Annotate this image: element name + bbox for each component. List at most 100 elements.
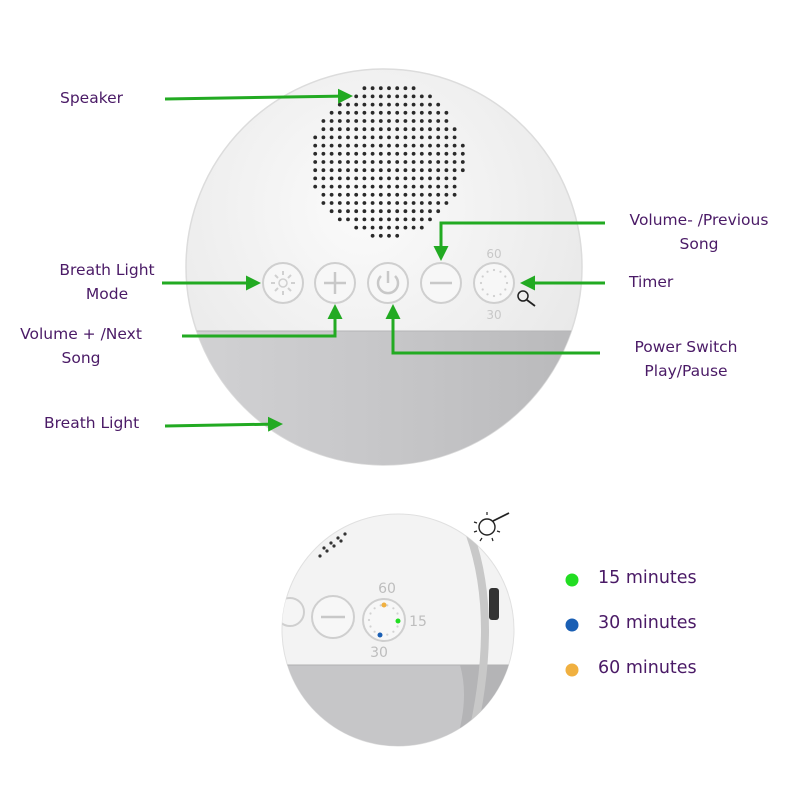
speaker-hole xyxy=(436,127,441,132)
speaker-hole xyxy=(387,86,391,91)
speaker-hole xyxy=(428,143,432,148)
speaker-hole xyxy=(419,160,424,164)
speaker-hole xyxy=(387,192,391,197)
legend-dot-1 xyxy=(565,618,579,632)
speaker-hole xyxy=(362,119,367,123)
speaker-hole xyxy=(411,151,416,156)
speaker-hole xyxy=(329,192,334,197)
volume-plus-button[interactable] xyxy=(314,262,356,304)
speaker-hole xyxy=(321,119,326,123)
speaker-hole xyxy=(419,168,424,173)
speaker-hole xyxy=(444,151,449,156)
speaker-hole xyxy=(387,160,391,164)
dial-tick xyxy=(392,630,395,633)
speaker-hole xyxy=(354,192,359,197)
arrows xyxy=(162,88,605,432)
speaker-hole xyxy=(444,119,449,123)
speaker-hole xyxy=(313,176,318,181)
speaker-hole xyxy=(337,184,342,189)
arrow-power xyxy=(385,304,600,355)
speaker-hole xyxy=(362,102,367,107)
speaker-hole xyxy=(403,176,408,181)
speaker-hole xyxy=(337,201,342,205)
volume-minus-button[interactable] xyxy=(420,262,462,304)
speaker-hole xyxy=(378,135,383,140)
dial-tick xyxy=(504,275,507,278)
dial-ticks xyxy=(479,268,509,298)
speaker-hole xyxy=(452,184,457,189)
speaker-hole xyxy=(354,135,359,140)
speaker-hole xyxy=(411,135,416,140)
speaker-hole xyxy=(362,192,367,197)
light-magnifier-icon xyxy=(473,512,510,542)
speaker-hole xyxy=(428,168,432,173)
speaker-hole xyxy=(337,217,342,222)
speaker-hole xyxy=(419,127,424,132)
speaker-hole xyxy=(444,168,449,173)
speaker-hole xyxy=(337,127,342,132)
speaker-hole xyxy=(444,135,449,140)
speaker-hole xyxy=(329,119,334,123)
speaker-hole xyxy=(321,135,326,140)
speaker-hole xyxy=(444,201,449,205)
speaker-hole xyxy=(321,184,326,189)
speaker-hole xyxy=(419,110,424,115)
speaker-hole xyxy=(403,168,408,173)
dial-tick xyxy=(504,288,507,291)
speaker-hole xyxy=(329,541,333,545)
speaker-hole xyxy=(339,539,343,543)
speaker-hole xyxy=(337,160,342,164)
speaker-hole xyxy=(387,151,391,156)
speaker-hole xyxy=(411,192,416,197)
detail-volume-minus-button xyxy=(311,595,355,639)
speaker-hole xyxy=(346,217,350,222)
speaker-hole xyxy=(387,233,391,238)
speaker-hole xyxy=(329,151,334,156)
speaker-hole xyxy=(378,225,383,230)
power-button[interactable] xyxy=(367,262,409,304)
speaker-hole xyxy=(362,94,367,99)
speaker-hole xyxy=(444,143,449,148)
speaker-hole xyxy=(419,217,424,222)
dial-label-30: 30 xyxy=(486,308,501,322)
speaker-hole xyxy=(370,110,375,115)
speaker-hole xyxy=(436,143,441,148)
speaker-hole xyxy=(313,184,318,189)
speaker-hole xyxy=(362,86,367,91)
speaker-hole xyxy=(428,160,432,164)
speaker-hole xyxy=(387,110,391,115)
speaker-hole xyxy=(354,160,359,164)
speaker-hole xyxy=(378,233,383,238)
speaker-hole xyxy=(419,151,424,156)
speaker-hole xyxy=(346,119,350,123)
breath-light-mode-button[interactable] xyxy=(262,262,304,304)
speaker-hole xyxy=(337,209,342,214)
arrow-breath-light xyxy=(164,416,283,432)
speaker-hole xyxy=(444,160,449,164)
speaker-hole xyxy=(428,102,432,107)
speaker-hole xyxy=(325,549,329,553)
speaker-hole xyxy=(329,176,334,181)
speaker-hole xyxy=(395,135,400,140)
dial-tick xyxy=(492,294,496,298)
speaker-hole xyxy=(411,225,416,230)
speaker-hole xyxy=(362,143,367,148)
speaker-hole xyxy=(362,209,367,214)
speaker-hole xyxy=(436,184,441,189)
speaker-hole xyxy=(419,176,424,181)
legend-dot-0 xyxy=(565,573,579,587)
speaker-hole xyxy=(370,209,375,214)
speaker-hole xyxy=(378,102,383,107)
speaker-hole xyxy=(428,151,432,156)
speaker-hole xyxy=(337,119,342,123)
speaker-hole xyxy=(395,168,400,173)
speaker-hole xyxy=(387,119,391,123)
timer-dial[interactable]: 60 30 xyxy=(473,247,515,322)
speaker-hole xyxy=(362,176,367,181)
speaker-hole xyxy=(321,192,326,197)
speaker-hole xyxy=(395,192,400,197)
speaker-hole xyxy=(403,151,408,156)
speaker-hole xyxy=(362,168,367,173)
speaker-hole xyxy=(378,127,383,132)
speaker-hole xyxy=(411,86,416,91)
